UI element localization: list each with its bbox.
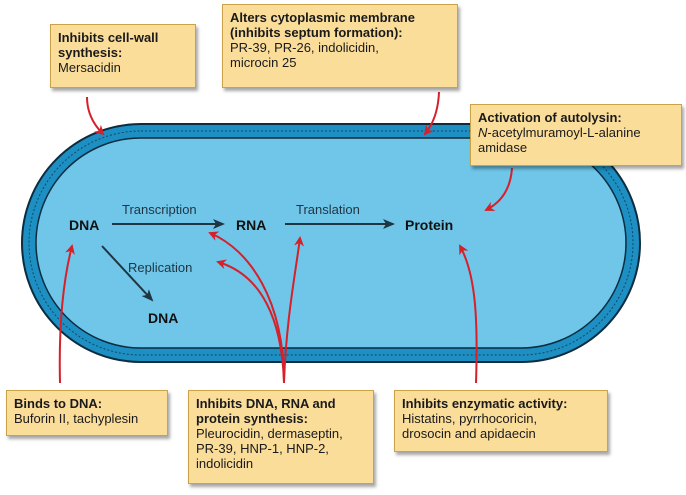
inhibition-arrows <box>58 91 513 384</box>
body-line: microcin 25 <box>230 55 297 70</box>
body-line: Buforin II, tachyplesin <box>14 411 139 426</box>
box-cell-wall-synthesis: Inhibits cell-wall synthesis: Mersacidin <box>50 24 196 88</box>
protein-label: Protein <box>405 217 453 233</box>
box-enzymatic: Inhibits enzymatic activity: Histatins, … <box>394 390 608 452</box>
title-line: Inhibits DNA, RNA and <box>196 396 336 411</box>
box-synthesis-body: Pleurocidin, dermaseptin, PR-39, HNP-1, … <box>196 426 366 471</box>
arrow-cell-wall <box>86 96 105 136</box>
cell-wall-stripe <box>28 130 634 356</box>
box-membrane-body: PR-39, PR-26, indolicidin, microcin 25 <box>230 40 450 70</box>
translation-label: Translation <box>296 202 360 217</box>
box-cell-wall-body: Mersacidin <box>58 60 188 75</box>
arrow-enzymatic <box>459 244 478 384</box>
arrow-membrane <box>423 91 440 136</box>
box-enzymatic-title: Inhibits enzymatic activity: <box>402 396 600 411</box>
box-binds-dna: Binds to DNA: Buforin II, tachyplesin <box>6 390 168 436</box>
arrow-binds-dna <box>58 244 75 384</box>
body-line: PR-39, PR-26, indolicidin, <box>230 40 379 55</box>
title-line: Alters cytoplasmic membrane <box>230 10 415 25</box>
italic-prefix: N <box>478 125 488 140</box>
body-line: N-acetylmuramoyl-L-alanine <box>478 125 674 140</box>
box-enzymatic-body: Histatins, pyrrhocoricin, drosocin and a… <box>402 411 600 441</box>
title-line: Activation of autolysin: <box>478 110 622 125</box>
title-line: (inhibits septum formation): <box>230 25 403 40</box>
box-membrane: Alters cytoplasmic membrane (inhibits se… <box>222 4 458 88</box>
arrow-synthesis-replication <box>216 259 285 384</box>
box-cell-wall-title: Inhibits cell-wall synthesis: <box>58 30 188 60</box>
body-text: -acetylmuramoyl-L-alanine <box>487 125 641 140</box>
box-synthesis-title: Inhibits DNA, RNA and protein synthesis: <box>196 396 366 426</box>
box-membrane-title: Alters cytoplasmic membrane (inhibits se… <box>230 10 450 40</box>
box-autolysin-title: Activation of autolysin: <box>478 110 674 125</box>
cytoplasm <box>35 137 627 349</box>
title-line: synthesis: <box>58 45 123 60</box>
replication-arrow <box>101 245 154 302</box>
dna-label-top: DNA <box>69 217 99 233</box>
body-line: PR-39, HNP-1, HNP-2, <box>196 441 329 456</box>
body-line: Pleurocidin, dermaseptin, <box>196 426 343 441</box>
dna-label-bottom: DNA <box>148 310 178 326</box>
body-line: Mersacidin <box>58 60 121 75</box>
body-line: indolicidin <box>196 456 254 471</box>
transcription-label: Transcription <box>122 202 197 217</box>
arrow-autolysin <box>484 167 513 211</box>
body-line: drosocin and apidaecin <box>402 426 536 441</box>
box-binds-dna-body: Buforin II, tachyplesin <box>14 411 160 426</box>
arrow-synthesis-protein <box>283 236 304 384</box>
box-autolysin: Activation of autolysin: N-acetylmuramoy… <box>470 104 682 166</box>
replication-label: Replication <box>128 260 192 275</box>
box-synthesis: Inhibits DNA, RNA and protein synthesis:… <box>188 390 374 484</box>
title-line: Binds to DNA: <box>14 396 103 411</box>
title-line: Inhibits enzymatic activity: <box>402 396 568 411</box>
body-line: amidase <box>478 140 528 155</box>
rna-label: RNA <box>236 217 266 233</box>
bacterial-cell <box>21 123 641 363</box>
title-line: protein synthesis: <box>196 411 308 426</box>
box-autolysin-body: N-acetylmuramoyl-L-alanine amidase <box>478 125 674 155</box>
box-binds-dna-title: Binds to DNA: <box>14 396 160 411</box>
body-line: Histatins, pyrrhocoricin, <box>402 411 538 426</box>
title-line: Inhibits cell-wall <box>58 30 159 45</box>
